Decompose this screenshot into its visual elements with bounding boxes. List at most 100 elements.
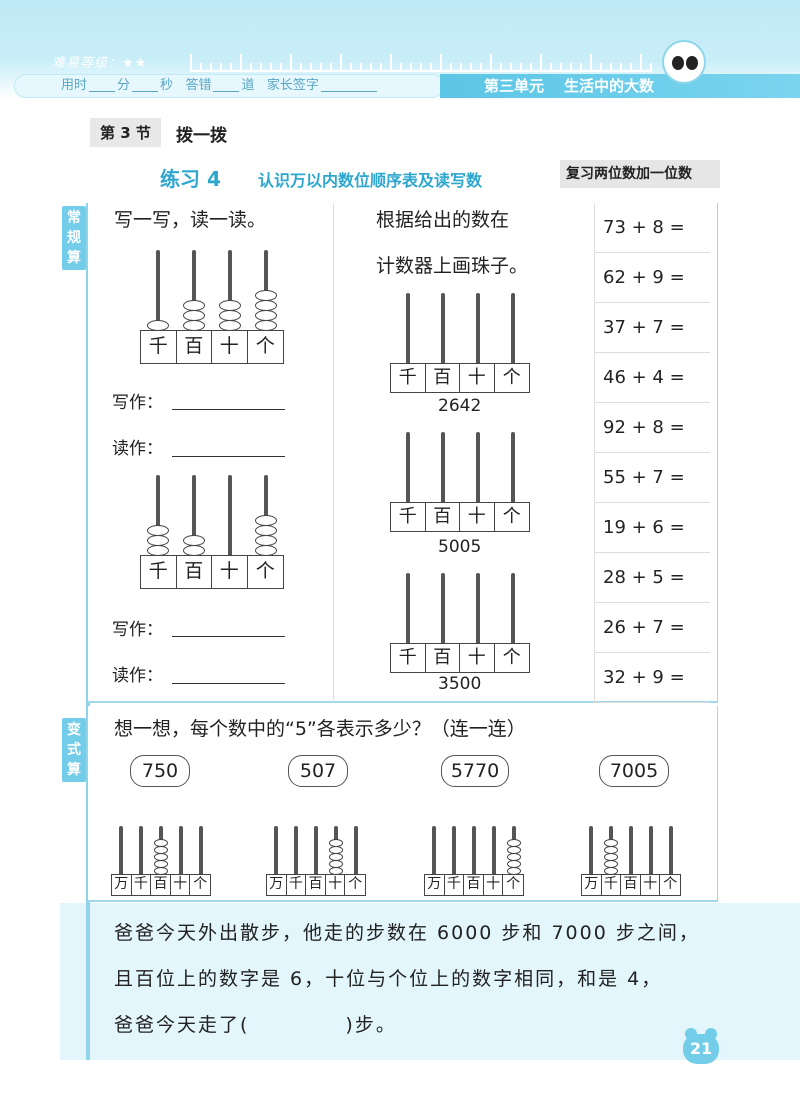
wrong-blank[interactable] (213, 80, 240, 92)
abacus-rod (199, 826, 203, 876)
place-label: 十 (212, 556, 248, 588)
review-label: 复习两位数加一位数 (560, 160, 720, 188)
mascot-icon (662, 40, 706, 84)
unit-banner: 第三单元生活中的大数 (440, 74, 800, 98)
place-label: 万 (582, 875, 602, 895)
number-card[interactable]: 750 (130, 755, 190, 787)
abacus-five-place[interactable]: 万千百十个 (111, 826, 211, 896)
write-answer-line-2[interactable] (172, 636, 285, 637)
abacus-rod (192, 250, 196, 332)
addition-equation[interactable]: 28 + 5 = (595, 553, 710, 603)
abacus-rod (510, 432, 515, 504)
second-blank[interactable] (132, 80, 159, 92)
column-divider (333, 203, 334, 703)
abacus-rod (139, 826, 143, 876)
addition-equation[interactable]: 37 + 7 = (595, 303, 710, 353)
abacus-rod (274, 826, 278, 876)
abacus-draw-5005[interactable]: 千百十个 (390, 432, 535, 532)
addition-equation[interactable]: 46 + 4 = (595, 353, 710, 403)
abacus-bead (507, 839, 521, 847)
abacus-rod (472, 826, 476, 876)
column-divider (594, 203, 595, 703)
place-label: 个 (663, 876, 678, 892)
abacus-rod (228, 475, 232, 557)
second-label: 秒 (160, 78, 174, 93)
abacus-bead (154, 860, 168, 868)
place-value-frame: 万千百十个 (581, 874, 681, 896)
read-answer-line-1[interactable] (172, 456, 285, 457)
parent-sign-blank[interactable] (320, 80, 377, 92)
section-tag: 第 3 节 (90, 118, 161, 147)
abacus-bead (255, 310, 277, 321)
place-label: 百 (151, 875, 171, 895)
place-label: 百 (177, 556, 212, 588)
place-label: 千 (445, 875, 465, 895)
place-value-frame: 万千百十个 (424, 874, 524, 896)
number-card[interactable]: 5770 (441, 755, 509, 787)
abacus-bead (507, 860, 521, 868)
abacus-five-place[interactable]: 万千百十个 (266, 826, 366, 896)
addition-equation[interactable]: 92 + 8 = (595, 403, 710, 453)
abacus-five-place[interactable]: 万千百十个 (581, 826, 681, 896)
read-label-2: 读作： (112, 666, 163, 686)
place-label: 个 (348, 876, 363, 892)
place-label: 百 (426, 644, 460, 672)
abacus-rod (156, 475, 160, 557)
minute-blank[interactable] (89, 80, 116, 92)
target-number: 2642 (438, 396, 482, 416)
place-label: 十 (460, 503, 495, 531)
page-number: 21 (683, 1028, 719, 1064)
abacus-rod (452, 826, 456, 876)
place-label: 百 (464, 875, 484, 895)
tab-variant: 变式算 (62, 718, 86, 782)
abacus-bead (604, 860, 618, 868)
abacus-draw-2642[interactable]: 千百十个 (390, 293, 535, 393)
wrong-label: 答错 (185, 78, 212, 93)
abacus-rod (510, 573, 515, 645)
place-label: 个 (506, 876, 521, 892)
place-label: 百 (306, 875, 326, 895)
abacus-five-place[interactable]: 万千百十个 (424, 826, 524, 896)
difficulty-level: 难易等级：★★ (52, 56, 148, 71)
abacus-rod (649, 826, 653, 876)
abacus-bead (604, 839, 618, 847)
abacus-bead (507, 853, 521, 861)
addition-equation[interactable]: 62 + 9 = (595, 253, 710, 303)
time-record-bar: 用时分秒 答错道 家长签字 (14, 74, 444, 98)
addition-equation[interactable]: 26 + 7 = (595, 603, 710, 653)
place-label: 十 (326, 875, 346, 895)
abacus-bead (255, 290, 277, 301)
write-answer-line-1[interactable] (172, 409, 285, 410)
abacus-rod (156, 250, 160, 332)
abacus-bead (329, 846, 343, 854)
middle-instruction-1: 根据给出的数在 (376, 209, 510, 231)
addition-equation[interactable]: 73 + 8 = (595, 203, 710, 253)
abacus-bead (154, 839, 168, 847)
place-label: 千 (132, 875, 152, 895)
number-card[interactable]: 507 (288, 755, 348, 787)
addition-equation[interactable]: 19 + 6 = (595, 503, 710, 553)
problem-line-2: 且百位上的数字是 6，十位与个位上的数字相同，和是 4， (114, 968, 663, 990)
abacus-read-write-1: 千百十个 (140, 250, 290, 368)
place-label: 十 (460, 644, 495, 672)
abacus-rod (475, 432, 480, 504)
place-label: 个 (502, 367, 521, 388)
abacus-bead (183, 300, 205, 311)
place-label: 千 (391, 364, 426, 392)
addition-equation[interactable]: 32 + 9 = (595, 653, 710, 703)
place-label: 十 (460, 364, 495, 392)
abacus-draw-3500[interactable]: 千百十个 (390, 573, 535, 673)
number-card[interactable]: 7005 (599, 755, 669, 787)
place-label: 千 (287, 875, 307, 895)
addition-equation[interactable]: 55 + 7 = (595, 453, 710, 503)
abacus-rod (179, 826, 183, 876)
middle-instruction-2: 计数器上画珠子。 (376, 255, 529, 277)
place-label: 万 (425, 875, 445, 895)
abacus-rod (314, 826, 318, 876)
tab-regular: 常规算 (62, 206, 86, 270)
abacus-bead (147, 535, 169, 546)
abacus-bead (154, 846, 168, 854)
read-answer-line-2[interactable] (172, 683, 285, 684)
abacus-bead (183, 535, 205, 546)
abacus-bead (219, 310, 241, 321)
